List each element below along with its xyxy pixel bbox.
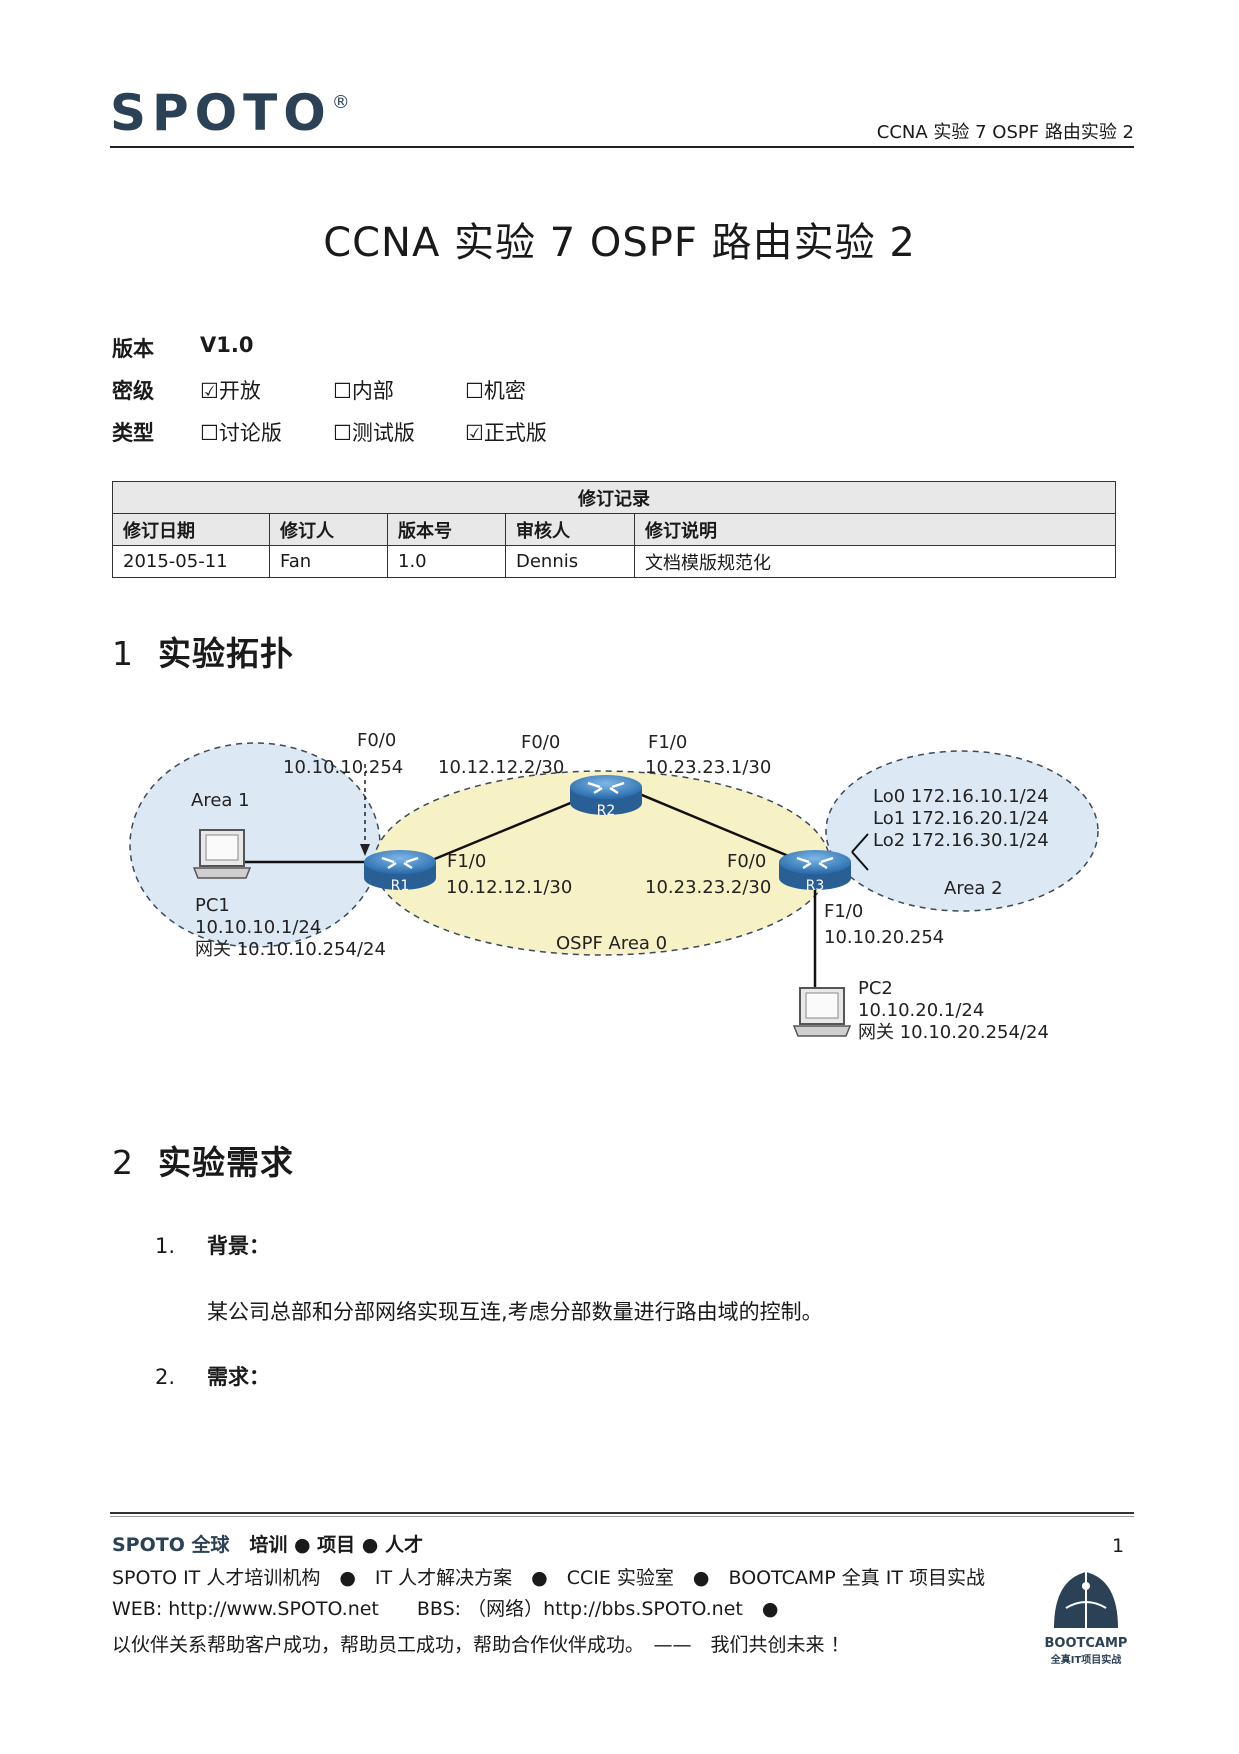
footer-services: SPOTO IT 人才培训机构 ● IT 人才解决方案 ● CCIE 实验室 ●… xyxy=(112,1567,986,1589)
pc1-ip: 10.10.10.1/24 xyxy=(195,917,321,938)
background-text: 某公司总部和分部网络实现互连,考虑分部数量进行路由域的控制。 xyxy=(207,1300,823,1324)
router-r1-icon xyxy=(364,850,436,890)
col-header-desc: 修订说明 xyxy=(634,513,1116,546)
table-row: 2015-05-11 Fan 1.0 Dennis 文档模版规范化 xyxy=(112,545,1116,578)
helmet-icon xyxy=(1054,1572,1118,1628)
page-number: 1 xyxy=(1112,1535,1125,1557)
cell-reviser: Fan xyxy=(269,545,388,578)
r3-f00-ip: 10.23.23.2/30 xyxy=(645,877,771,898)
cell-version: 1.0 xyxy=(387,545,506,578)
r2-f00-if: F0/0 xyxy=(521,732,560,753)
pc2-gateway: 网关 10.10.20.254/24 xyxy=(858,1022,1049,1043)
pc1-name: PC1 xyxy=(195,895,230,916)
topology-diagram: R1 R2 R3 Area 1 OSPF Area 0 Area 2 F0/0 … xyxy=(129,730,1099,1043)
r2-f10-ip: 10.23.23.1/30 xyxy=(645,757,771,778)
r1-f00-if: F0/0 xyxy=(357,730,396,751)
secret-confidential: ☐机密 xyxy=(465,379,526,403)
r1-label: R1 xyxy=(391,878,410,894)
pc2-name: PC2 xyxy=(858,978,893,999)
footer-web: WEB: http://www.SPOTO.net BBS: （网络）http:… xyxy=(112,1598,779,1620)
revision-table: 修订记录 修订日期 修订人 版本号 审核人 修订说明 2015-05-11 Fa… xyxy=(112,481,1116,578)
col-header-auditor: 审核人 xyxy=(505,513,635,546)
lo0-label: Lo0 172.16.10.1/24 xyxy=(873,786,1049,807)
type-test: ☐测试版 xyxy=(333,421,415,445)
router-r3-icon xyxy=(779,850,851,890)
version-value: V1.0 xyxy=(200,333,254,357)
area0-label: OSPF Area 0 xyxy=(556,933,667,954)
header-rule xyxy=(110,146,1134,148)
area2-region xyxy=(825,750,1099,912)
r1-f10-if: F1/0 xyxy=(447,851,486,872)
revision-caption: 修订记录 xyxy=(112,481,1116,514)
secret-internal: ☐内部 xyxy=(333,379,394,403)
bootcamp-sub: 全真IT项目实战 xyxy=(1050,1655,1122,1666)
document-title: CCNA 实验 7 OSPF 路由实验 2 xyxy=(323,220,916,266)
col-header-reviser: 修订人 xyxy=(269,513,388,546)
cell-desc: 文档模版规范化 xyxy=(634,545,1116,578)
r1-f10-ip: 10.12.12.1/30 xyxy=(446,877,572,898)
router-r2-icon xyxy=(570,775,642,815)
type-discussion: ☐讨论版 xyxy=(200,421,282,445)
bootcamp-logo: BOOTCAMP 全真IT项目实战 xyxy=(1038,1568,1134,1666)
list-item-background: 1.背景： xyxy=(155,1234,270,1258)
footer-rule xyxy=(110,1512,1134,1514)
lo1-label: Lo1 172.16.20.1/24 xyxy=(873,808,1049,829)
footer-motto: 以伙伴关系帮助客户成功，帮助员工成功，帮助合作伙伴成功。 —— 我们共创未来 ！ xyxy=(112,1634,850,1656)
version-label: 版本 xyxy=(112,337,154,361)
cell-date: 2015-05-11 xyxy=(112,545,270,578)
pc1-icon xyxy=(192,829,252,879)
pc2-ip: 10.10.20.1/24 xyxy=(858,1000,984,1021)
list-item-requirement: 2.需求： xyxy=(155,1365,270,1389)
secret-label: 密级 xyxy=(112,379,154,403)
r2-f00-ip: 10.12.12.2/30 xyxy=(438,757,564,778)
r2-label: R2 xyxy=(597,803,616,819)
r1-f00-ip: 10.10.10.254 xyxy=(283,757,403,778)
r3-f00-if: F0/0 xyxy=(727,851,766,872)
area1-label: Area 1 xyxy=(191,790,250,811)
col-header-date: 修订日期 xyxy=(112,513,270,546)
header-doc-ref: CCNA 实验 7 OSPF 路由实验 2 xyxy=(876,122,1134,143)
r3-label: R3 xyxy=(806,878,825,894)
type-label: 类型 xyxy=(112,421,154,445)
cell-auditor: Dennis xyxy=(505,545,635,578)
r2-f10-if: F1/0 xyxy=(648,732,687,753)
r3-f10-ip: 10.10.20.254 xyxy=(824,927,944,948)
footer-tagline: SPOTO 全球 培训 ● 项目 ● 人才 xyxy=(112,1534,423,1556)
r3-f10-if: F1/0 xyxy=(824,901,863,922)
bootcamp-name: BOOTCAMP xyxy=(1044,1636,1128,1651)
lo2-label: Lo2 172.16.30.1/24 xyxy=(873,830,1049,851)
secret-open: ☑开放 xyxy=(200,379,261,403)
pc1-gateway: 网关 10.10.10.254/24 xyxy=(195,939,386,960)
type-official: ☑正式版 xyxy=(465,421,547,445)
area2-label: Area 2 xyxy=(944,878,1003,899)
footer-rule-thin xyxy=(110,1516,1134,1517)
col-header-version: 版本号 xyxy=(387,513,506,546)
pc2-icon xyxy=(792,987,852,1037)
spoto-logo: SPOTO® xyxy=(110,84,350,142)
